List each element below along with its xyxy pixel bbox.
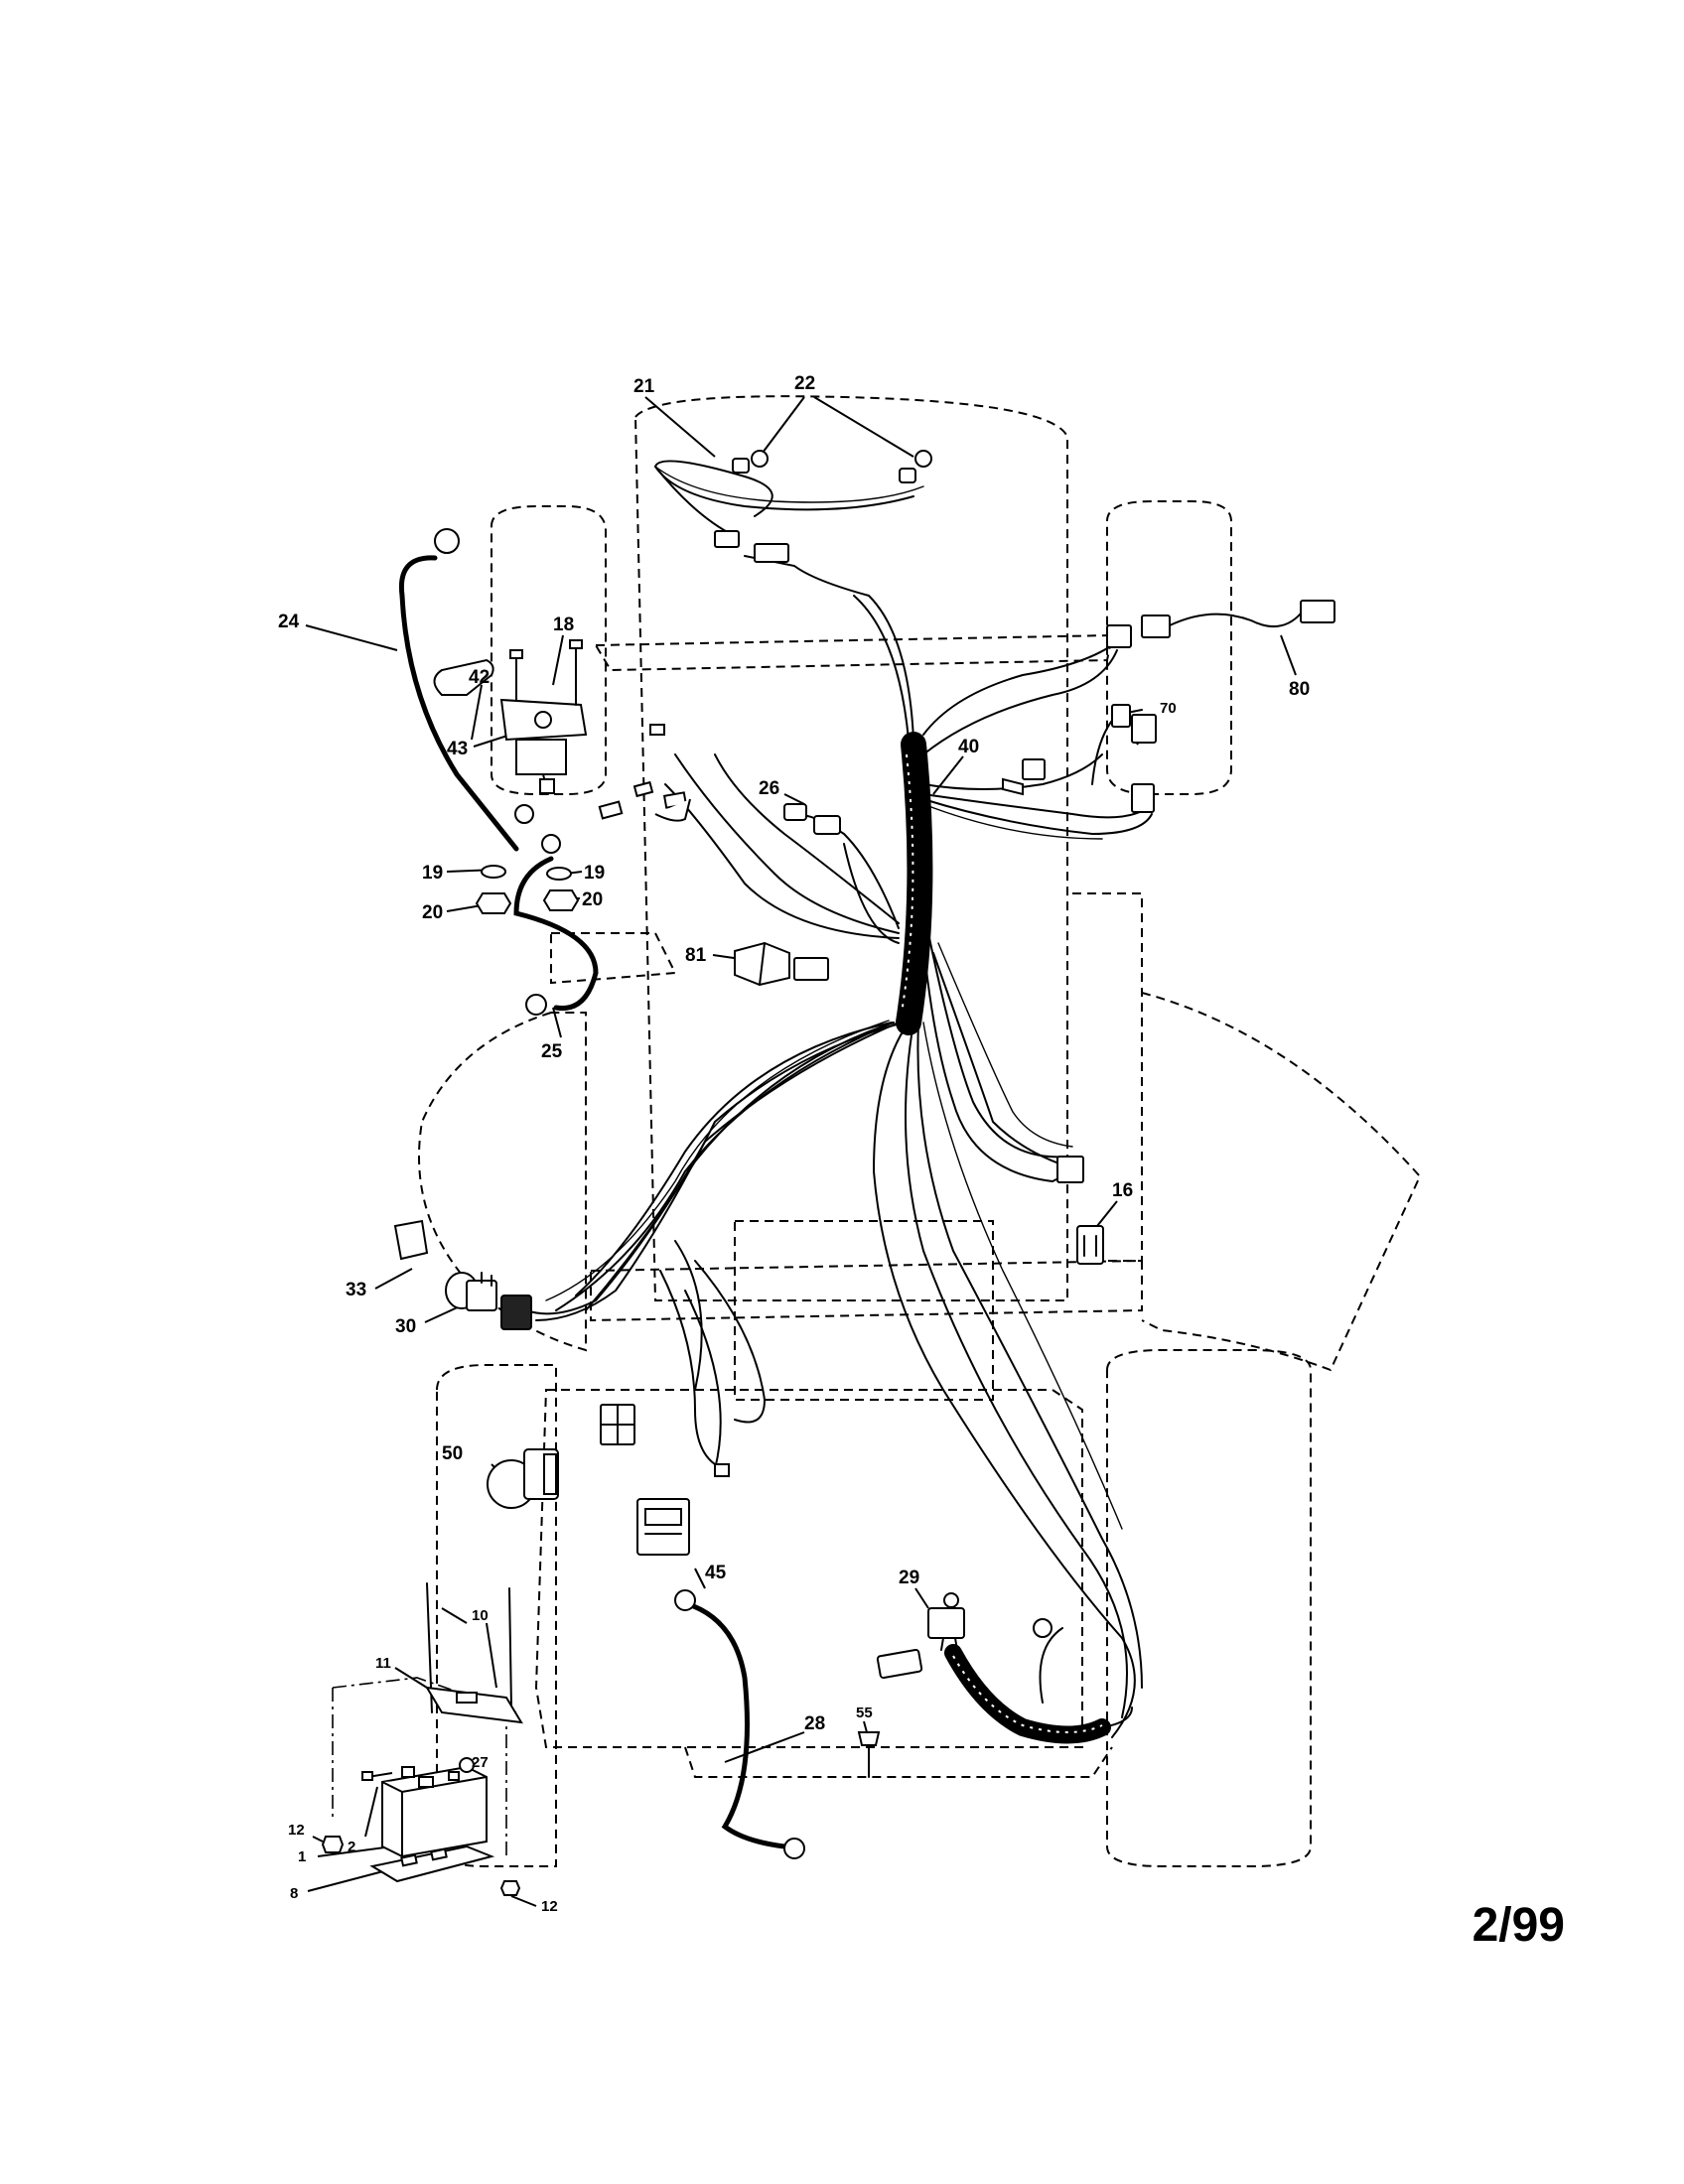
callout-80: 80 (1289, 679, 1310, 700)
callout-18: 18 (553, 614, 574, 635)
battery-tray (369, 1844, 495, 1883)
callout-30: 30 (395, 1316, 416, 1337)
connector-16 (1076, 1225, 1104, 1265)
callout-2: 2 (348, 1839, 355, 1855)
callout-12-right: 12 (541, 1898, 558, 1915)
main-harness (525, 460, 1153, 1738)
connector-block (600, 1404, 635, 1445)
callout-10: 10 (472, 1607, 489, 1624)
callout-11: 11 (375, 1655, 391, 1672)
callout-55: 55 (856, 1705, 873, 1721)
callout-19-right: 19 (584, 863, 605, 884)
ground-bolt (857, 1731, 881, 1778)
callout-27: 27 (472, 1754, 489, 1771)
light-switch (487, 1448, 559, 1509)
callout-12-left: 12 (288, 1822, 305, 1839)
callout-22: 22 (794, 373, 815, 394)
callout-24: 24 (278, 612, 300, 632)
callout-45: 45 (705, 1563, 727, 1583)
callout-19-left: 19 (422, 863, 443, 884)
callout-21: 21 (633, 376, 655, 397)
callout-20-left: 20 (422, 902, 443, 923)
bulb-right (899, 450, 932, 483)
ignition-switch (445, 1272, 497, 1311)
callout-33: 33 (346, 1280, 366, 1300)
battery-cables (398, 555, 787, 1849)
callout-8: 8 (290, 1885, 298, 1902)
solenoid (499, 639, 588, 795)
relay (734, 941, 790, 987)
callout-1: 1 (298, 1848, 306, 1865)
callout-70: 70 (1160, 700, 1177, 717)
battery (381, 1757, 488, 1858)
callout-16: 16 (1112, 1180, 1133, 1201)
bulb-left (732, 450, 769, 474)
callout-26: 26 (759, 778, 779, 799)
callout-42: 42 (469, 667, 490, 688)
pto-switch (927, 1592, 965, 1651)
callout-labels: 21 22 24 42 18 43 19 20 19 20 25 26 40 7… (278, 373, 1310, 1915)
parts (321, 450, 1335, 1896)
callout-81: 81 (685, 945, 707, 966)
callout-40: 40 (958, 737, 979, 757)
callout-29: 29 (899, 1568, 919, 1588)
page-number: 2/99 (1472, 1899, 1565, 1952)
callout-25: 25 (541, 1041, 563, 1062)
pto-coil-cable (944, 1627, 1133, 1744)
callout-20-right: 20 (582, 889, 603, 910)
callout-50: 50 (442, 1443, 463, 1464)
leader-lines (305, 396, 1297, 1907)
callout-43: 43 (447, 739, 468, 759)
callout-28: 28 (804, 1713, 825, 1734)
hour-meter (636, 1498, 690, 1556)
